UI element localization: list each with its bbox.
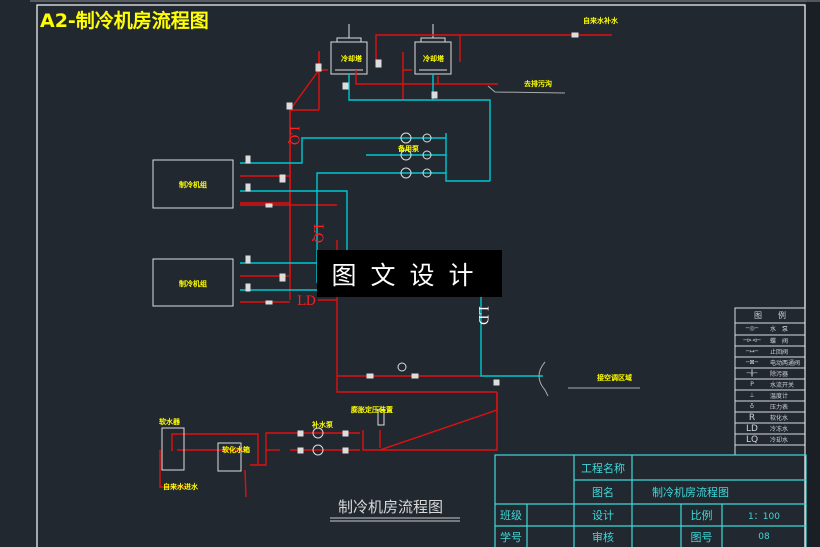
legend-label: 冷冻水 (770, 426, 789, 433)
label-cooling-tower-2: 冷却塔 (423, 55, 444, 63)
right-margin (806, 0, 820, 547)
legend-symbol: ⊥ (749, 392, 755, 399)
drawing-title: A2-制冷机房流程图 (40, 10, 209, 32)
chilled-water-pipes (240, 74, 543, 377)
legend-symbol: ─╫─ (746, 370, 758, 377)
pipe-label-ld: LD (475, 305, 491, 326)
project-name-value (632, 455, 806, 480)
legend-symbol: ─⊠─ (745, 359, 759, 366)
pipe-label-lq: LQ (310, 223, 326, 244)
cooling-water-pipes (159, 34, 612, 498)
label-standby-pump: 备用泵 (398, 145, 419, 153)
drawing-frame (36, 4, 806, 547)
scale-label: 比例 (690, 509, 713, 522)
legend-symbol: P (750, 381, 754, 388)
review-label: 审核 (592, 530, 614, 544)
legend-label: 水 泵 (770, 326, 789, 333)
title-block-grid (494, 454, 807, 547)
label-chiller-2: 制冷机组 (179, 280, 207, 288)
project-name-label: 工程名称 (581, 461, 625, 475)
label-makeup-water: 自来水补水 (583, 17, 618, 25)
legend-label: 冷却水 (770, 437, 789, 444)
pump-symbols (161, 132, 432, 472)
legend-label: 水流开关 (770, 382, 795, 389)
legend-label: 除污器 (770, 371, 789, 378)
legend-symbol: R (748, 412, 756, 423)
legend-symbol: LD (746, 423, 758, 434)
chiller-2 (152, 258, 234, 307)
drawing-no-value: 08 (758, 531, 770, 542)
legend-table (734, 307, 806, 456)
label-softener: 软水器 (159, 418, 180, 426)
legend-label: 温度计 (770, 393, 789, 400)
label-pressure-device: 膨胀定压装置 (351, 406, 393, 414)
label-cooling-tower-1: 冷却塔 (341, 55, 362, 63)
drawing-name-label: 图名 (592, 486, 614, 499)
legend-symbol: ♁ (749, 403, 755, 410)
legend-header: 图 例 (754, 311, 786, 320)
drawing-no-label: 图号 (690, 530, 713, 544)
valve-symbols (245, 32, 579, 454)
drawing-name-value: 制冷机房流程图 (652, 486, 729, 499)
cooling-tower-2 (414, 24, 452, 75)
cooling-tower-1 (330, 24, 368, 75)
legend-symbol: ─↦─ (745, 348, 759, 355)
pipe-label-lq: LQ (286, 125, 302, 146)
legend-label: 软化水 (770, 415, 789, 422)
label-drain: 去排污沟 (524, 80, 552, 88)
pipe-break-symbol (538, 361, 549, 397)
scale-value: 1：100 (748, 511, 780, 522)
label-to-ac-area: 接空调区域 (597, 374, 632, 382)
legend-label: 止回阀 (770, 349, 789, 356)
pipe-label-ld: LD (297, 294, 317, 309)
legend-symbol: ─⊳⊲─ (743, 337, 761, 344)
legend-label: 压力表 (770, 404, 789, 411)
legend-symbol: ─◎─ (745, 325, 759, 332)
design-label: 设计 (592, 509, 614, 522)
legend-label: 电动两通阀 (770, 360, 801, 367)
student-id-label: 学号 (500, 530, 522, 544)
leader-line (487, 85, 566, 94)
label-makeup-pump: 补水泵 (312, 421, 333, 429)
label-soft-water-tank: 软化水箱 (222, 446, 250, 454)
legend-symbol: LQ (745, 434, 759, 445)
label-tap-water-in: 自来水进水 (163, 483, 198, 491)
class-label: 班级 (500, 509, 522, 522)
label-chiller-1: 制冷机组 (179, 181, 207, 189)
legend-label: 蝶 阀 (770, 338, 789, 345)
chiller-1 (152, 159, 234, 209)
watermark: 图文设计 (317, 250, 502, 297)
bottom-drawing-title: 制冷机房流程图 (338, 498, 444, 516)
